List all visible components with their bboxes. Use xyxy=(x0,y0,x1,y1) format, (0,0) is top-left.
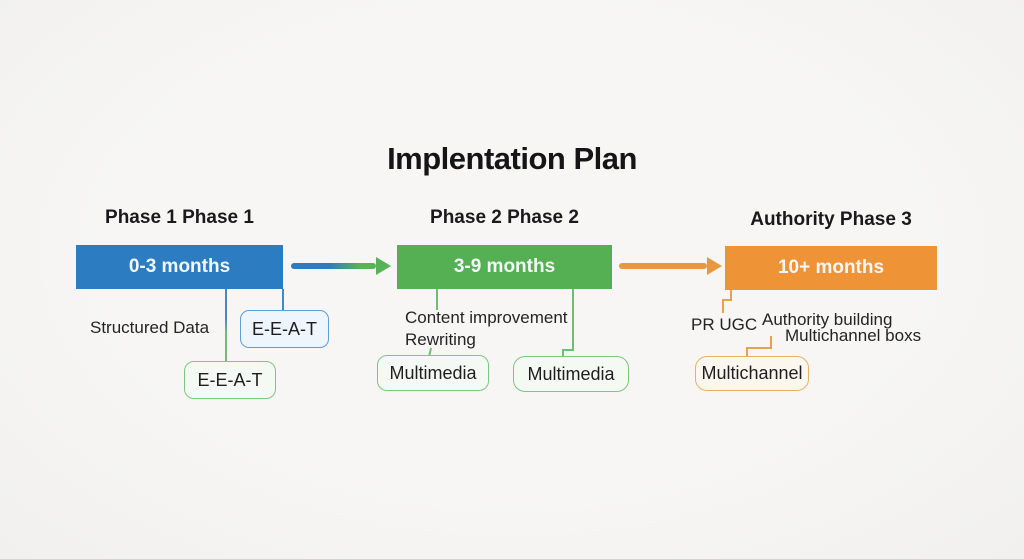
phase3-note-left: PR UGC xyxy=(691,315,758,334)
connector-phase1-to-blue-box xyxy=(282,289,284,311)
connector-phase2-right-drop xyxy=(562,349,564,358)
connector-phase3-left-vertical xyxy=(730,290,732,301)
phase3-bar: 10+ months xyxy=(725,246,937,290)
phase2-header: Phase 2 Phase 2 xyxy=(430,207,579,228)
phase1-bar: 0-3 months xyxy=(76,245,283,289)
connector-phase1-to-green-box xyxy=(225,289,227,362)
arrow-phase2-to-phase3-shaft xyxy=(619,263,707,269)
phase2-bar: 3-9 months xyxy=(397,245,612,289)
connector-phase3-box-vertical xyxy=(770,336,772,349)
connector-phase2-right-vertical xyxy=(572,289,574,351)
connector-phase3-left-horizontal xyxy=(722,299,732,301)
connector-phase2-right-horizontal xyxy=(562,349,574,351)
connector-phase3-box-horizontal xyxy=(746,347,772,349)
phase2-multimedia-left-chip: Multimedia xyxy=(377,355,489,391)
phase3-multichannel-chip: Multichannel xyxy=(695,356,809,391)
phase1-note: Structured Data xyxy=(90,318,210,337)
connector-phase2-to-note xyxy=(436,289,438,310)
phase3-note-right-line2: Multichannel boxs xyxy=(785,326,922,345)
connector-phase3-box-drop xyxy=(746,347,748,356)
phase3-header: Authority Phase 3 xyxy=(750,209,912,230)
phase3-note-right-line1: Authority building xyxy=(762,310,893,329)
arrow-phase1-to-phase2-shaft xyxy=(291,263,376,269)
arrow-phase2-to-phase3-head-icon xyxy=(707,257,722,275)
phase2-note-line2: Rewriting xyxy=(405,330,476,349)
page-title: Implentation Plan xyxy=(387,141,637,176)
connector-phase3-left-drop xyxy=(722,299,724,313)
phase1-eeat-green-chip: E-E-A-T xyxy=(184,361,276,399)
phase1-header: Phase 1 Phase 1 xyxy=(105,207,254,228)
phase2-note-line1: Content improvement xyxy=(405,308,568,327)
arrow-phase1-to-phase2-head-icon xyxy=(376,257,391,275)
phase2-multimedia-right-chip: Multimedia xyxy=(513,356,629,392)
phase1-eeat-blue-chip: E-E-A-T xyxy=(240,310,329,348)
